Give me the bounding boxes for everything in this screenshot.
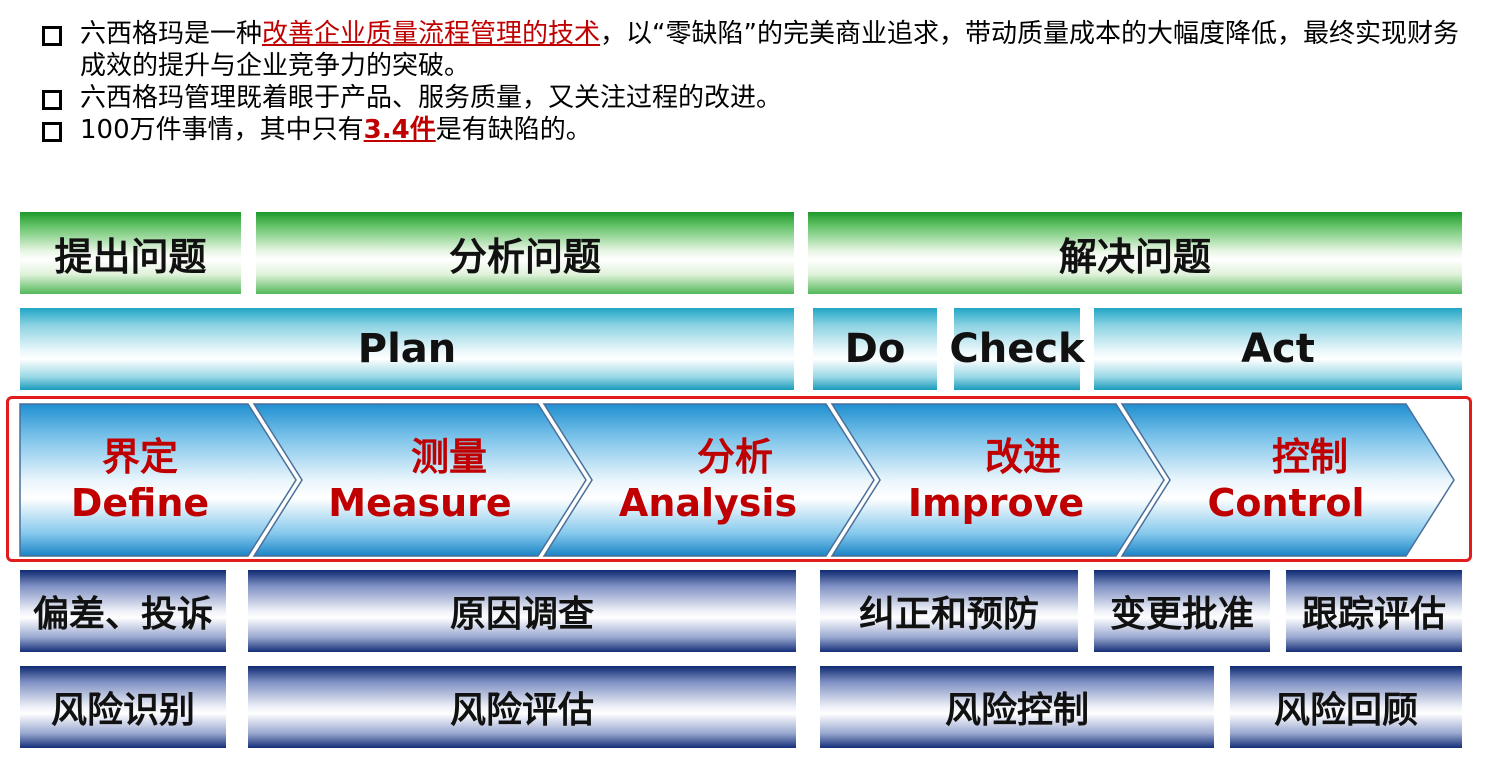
- bullet-item: 100万件事情，其中只有3.4件是有缺陷的。: [38, 114, 1468, 146]
- pdca-plan: Plan: [20, 308, 794, 390]
- checkbox-square-icon: [42, 122, 62, 142]
- pdca-do: Do: [813, 308, 937, 390]
- step-control-cn: 控制: [1271, 435, 1348, 479]
- quality-deviation: 偏差、投诉: [20, 570, 226, 652]
- bullet-text: 100万件事情，其中只有: [80, 115, 364, 145]
- pdca-check: Check: [949, 308, 1085, 390]
- risk-assessment: 风险评估: [248, 666, 796, 748]
- risk-control: 风险控制: [820, 666, 1214, 748]
- step-measure: 测量 Measure: [280, 434, 560, 526]
- bullet-list: 六西格玛是一种改善企业质量流程管理的技术，以“零缺陷”的完美商业追求，带动质量成…: [38, 18, 1468, 146]
- bullet-text: 是有缺陷的。: [435, 115, 592, 145]
- chevron-define: [19, 403, 297, 557]
- step-define-cn: 界定: [101, 435, 178, 479]
- bullet-text: 六西格玛是一种: [80, 19, 263, 49]
- chevron-improve: [830, 403, 1165, 557]
- bullet-item: 六西格玛管理既着眼于产品、服务质量，又关注过程的改进。: [38, 82, 1468, 114]
- dmaic-highlight-frame: [6, 396, 1472, 562]
- phase-analyze: 分析问题: [256, 212, 794, 294]
- phase-solve: 解决问题: [808, 212, 1462, 294]
- step-define-en: Define: [70, 481, 210, 525]
- bullet-item: 六西格玛是一种改善企业质量流程管理的技术，以“零缺陷”的完美商业追求，带动质量成…: [38, 18, 1468, 82]
- step-analysis-cn: 分析: [696, 435, 773, 479]
- phase-identify: 提出问题: [20, 212, 241, 294]
- quality-change-approval: 变更批准: [1094, 570, 1270, 652]
- step-improve-cn: 改进: [984, 435, 1061, 479]
- bullet-highlight: 3.4件: [363, 115, 436, 145]
- quality-capa: 纠正和预防: [820, 570, 1078, 652]
- chevron-analysis: [542, 403, 875, 557]
- checkbox-square-icon: [42, 26, 62, 46]
- bullet-text: ，以“零缺陷”的完美商业追求，带动质量成本的大幅度降低，最终实现财务成效的提升与…: [80, 19, 1459, 81]
- quality-tracking: 跟踪评估: [1286, 570, 1462, 652]
- pdca-act: Act: [1094, 308, 1462, 390]
- step-control: 控制 Control: [1146, 434, 1426, 526]
- step-improve: 改进 Improve: [856, 434, 1136, 526]
- step-improve-en: Improve: [907, 481, 1085, 525]
- chevron-measure: [252, 403, 587, 557]
- step-measure-en: Measure: [328, 481, 512, 525]
- risk-identification: 风险识别: [20, 666, 226, 748]
- step-define: 界定 Define: [0, 434, 280, 526]
- step-analysis: 分析 Analysis: [568, 434, 848, 526]
- risk-review: 风险回顾: [1230, 666, 1462, 748]
- bullet-text: 六西格玛管理既着眼于产品、服务质量，又关注过程的改进。: [80, 83, 783, 113]
- checkbox-square-icon: [42, 90, 62, 110]
- step-measure-cn: 测量: [410, 435, 487, 479]
- step-control-en: Control: [1207, 481, 1365, 525]
- bullet-highlight: 改善企业质量流程管理的技术: [262, 19, 601, 49]
- step-analysis-en: Analysis: [618, 481, 798, 525]
- chevron-control: [1120, 403, 1455, 557]
- quality-root-cause: 原因调查: [248, 570, 796, 652]
